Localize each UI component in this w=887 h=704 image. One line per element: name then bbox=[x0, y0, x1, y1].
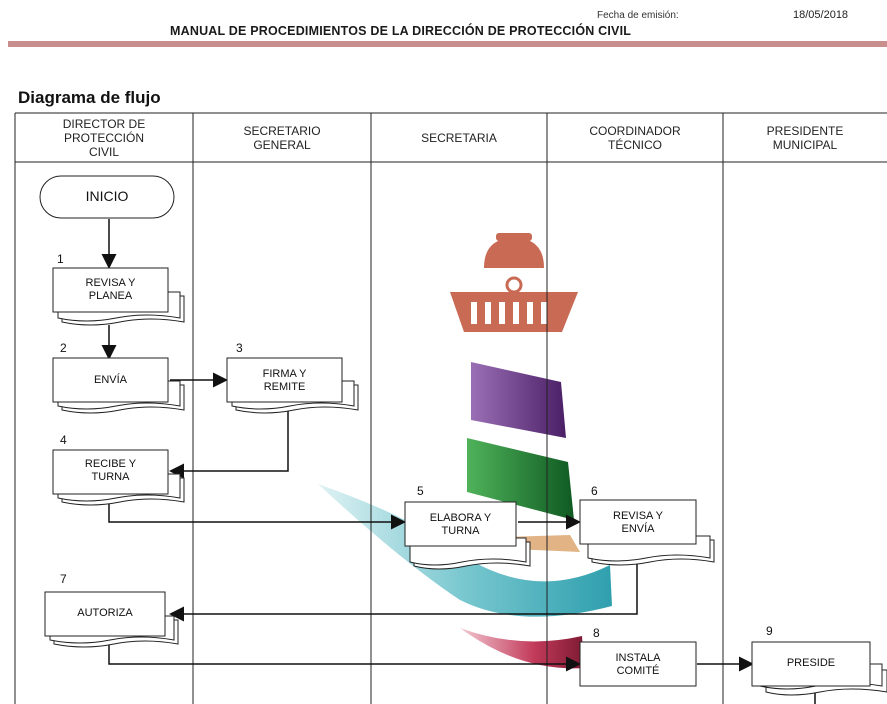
step-number: 7 bbox=[60, 572, 67, 586]
step-number: 8 bbox=[593, 626, 600, 640]
process-step-preside: PRESIDE bbox=[752, 657, 870, 670]
step-number: 3 bbox=[236, 341, 243, 355]
step-number: 1 bbox=[57, 252, 64, 266]
process-step-firma-remite: FIRMA Y REMITE bbox=[227, 368, 342, 394]
process-line: ELABORA Y bbox=[429, 512, 492, 524]
process-line: ENVÍA bbox=[93, 374, 127, 386]
lane-header-secretaria: SECRETARIA bbox=[371, 131, 547, 145]
lane-header-coordinador: COORDINADOR TÉCNICO bbox=[547, 124, 723, 152]
manual-title: MANUAL DE PROCEDIMIENTOS DE LA DIRECCIÓN… bbox=[170, 24, 632, 38]
process-line: PLANEA bbox=[88, 290, 133, 302]
lane-header-line: TÉCNICO bbox=[608, 138, 662, 152]
start-terminator: INICIO bbox=[85, 188, 129, 204]
lane-header-director: DIRECTOR DE PROTECCIÓN CIVIL bbox=[15, 117, 193, 159]
lane-header-line: MUNICIPAL bbox=[772, 138, 838, 152]
step-number: 6 bbox=[591, 484, 598, 498]
process-line: PRESIDE bbox=[786, 657, 836, 669]
process-line: INSTALA bbox=[615, 652, 661, 664]
process-line: TURNA bbox=[91, 471, 130, 483]
lane-header-line: PRESIDENTE bbox=[766, 124, 844, 138]
lane-header-line: CIVIL bbox=[88, 145, 119, 159]
section-title: Diagrama de flujo bbox=[18, 88, 161, 107]
lane-header-line: PROTECCIÓN bbox=[63, 131, 144, 145]
process-line: COMITÉ bbox=[616, 665, 660, 677]
step-number: 4 bbox=[60, 433, 67, 447]
lane-header-line: GENERAL bbox=[253, 138, 311, 152]
process-line: AUTORIZA bbox=[77, 607, 133, 619]
step-number: 2 bbox=[60, 341, 67, 355]
process-step-autoriza: AUTORIZA bbox=[45, 607, 165, 620]
process-line: REVISA Y bbox=[85, 277, 136, 289]
lane-header-line: SECRETARIA bbox=[421, 131, 497, 145]
process-line: REVISA Y bbox=[613, 510, 663, 522]
process-step-envia: ENVÍA bbox=[53, 374, 168, 387]
process-step-recibe-turna: RECIBE Y TURNA bbox=[53, 458, 168, 484]
issue-date-value: 18/05/2018 bbox=[793, 9, 849, 21]
process-line: TURNA bbox=[441, 525, 480, 537]
process-step-elabora-turna: ELABORA Y TURNA bbox=[405, 512, 516, 538]
lane-header-line: COORDINADOR bbox=[589, 124, 681, 138]
process-line: ENVÍA bbox=[621, 523, 655, 535]
process-step-revisa-envia: REVISA Y ENVÍA bbox=[580, 510, 696, 536]
process-step-revisa-planea: REVISA Y PLANEA bbox=[53, 277, 168, 303]
lane-header-line: SECRETARIO bbox=[243, 124, 321, 138]
process-step-instala-comite: INSTALA COMITÉ bbox=[580, 652, 696, 678]
process-line: FIRMA Y bbox=[262, 368, 307, 380]
lane-header-secretario: SECRETARIO GENERAL bbox=[193, 124, 371, 152]
process-line: RECIBE Y bbox=[84, 458, 137, 470]
step-number: 9 bbox=[766, 624, 773, 638]
process-line: REMITE bbox=[263, 381, 306, 393]
issue-date-label: Fecha de emisión: bbox=[597, 10, 679, 21]
header-divider bbox=[8, 41, 887, 47]
lane-header-line: DIRECTOR DE bbox=[62, 117, 146, 131]
lane-header-presidente: PRESIDENTE MUNICIPAL bbox=[723, 124, 887, 152]
step-number: 5 bbox=[417, 484, 424, 498]
